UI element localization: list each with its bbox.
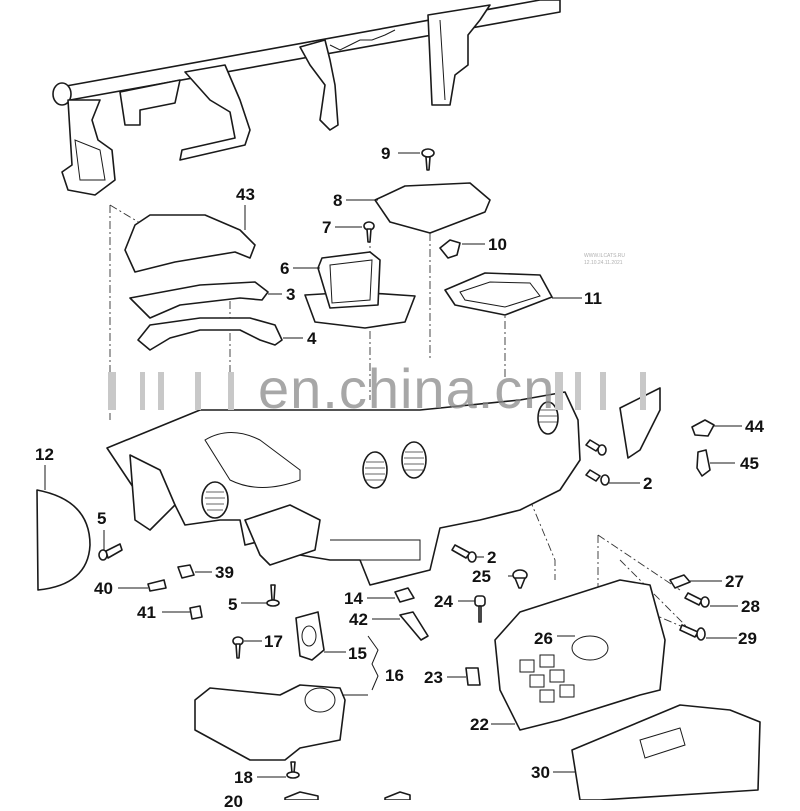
part-15-bezel: [295, 611, 325, 661]
part-1-dashboard: [106, 391, 581, 586]
part-39-clip: [177, 564, 195, 579]
leader-lines: [44, 152, 742, 778]
part-20-partial: [284, 791, 319, 800]
part-27-clip: [669, 574, 691, 589]
part-11-tray: [444, 272, 553, 316]
callout-18[interactable]: 18: [234, 768, 253, 787]
callout-41[interactable]: 41: [137, 603, 156, 622]
callout-3[interactable]: 3: [286, 285, 296, 304]
callout-6[interactable]: 6: [280, 259, 290, 278]
callout-44[interactable]: 44: [745, 417, 764, 436]
part-16-column-shroud: [194, 684, 346, 761]
part-right-vent-housing: [619, 387, 661, 459]
catalog-stamp: WWW.ILCATS.RU 12.10.24.11.2021: [584, 253, 625, 266]
callout-5-left[interactable]: 5: [97, 509, 107, 528]
callout-22[interactable]: 22: [470, 715, 489, 734]
part-28-screw: [684, 592, 710, 608]
callout-26[interactable]: 26: [534, 629, 553, 648]
callout-7[interactable]: 7: [322, 218, 332, 237]
callout-23[interactable]: 23: [424, 668, 443, 687]
part-3-trim: [129, 281, 269, 319]
callout-5-lower[interactable]: 5: [228, 595, 238, 614]
stamp-line-1: WWW.ILCATS.RU: [584, 253, 626, 259]
part-2-screws-right: [585, 439, 610, 486]
part-14-clip: [394, 587, 415, 603]
part-17-screw: [232, 636, 244, 659]
callout-30[interactable]: 30: [531, 763, 550, 782]
callout-29[interactable]: 29: [738, 629, 757, 648]
part-5-screw-left: [98, 543, 123, 561]
part-10-clip: [439, 239, 461, 259]
part-42-bracket: [399, 611, 429, 641]
callout-39[interactable]: 39: [215, 563, 234, 582]
callout-11[interactable]: 11: [584, 289, 602, 308]
callout-2-center[interactable]: 2: [487, 548, 497, 567]
part-30-glovebox-door: [571, 704, 761, 800]
callout-20[interactable]: 20: [224, 792, 243, 811]
callout-42[interactable]: 42: [349, 610, 368, 629]
part-45-vent: [696, 449, 711, 477]
part-25-grommet: [512, 569, 528, 589]
callout-9[interactable]: 9: [381, 144, 391, 163]
watermark-blur-marks: [108, 372, 646, 410]
part-44-clip: [691, 419, 715, 437]
callout-43[interactable]: 43: [236, 185, 255, 204]
part-22-glovebox-frame: [494, 579, 666, 731]
part-43-cover: [124, 214, 256, 273]
callout-16[interactable]: 16: [385, 666, 404, 685]
callout-27[interactable]: 27: [725, 572, 744, 591]
part-8-lid: [374, 182, 491, 234]
part-23-clip: [465, 667, 481, 686]
watermark: en.china.cn: [258, 357, 556, 420]
callout-2-right[interactable]: 2: [643, 474, 653, 493]
part-7-screw: [363, 221, 375, 243]
callout-4[interactable]: 4: [307, 329, 317, 348]
callout-17[interactable]: 17: [264, 632, 283, 651]
part-6-display-housing: [304, 251, 416, 329]
callout-10[interactable]: 10: [488, 235, 507, 254]
callout-14[interactable]: 14: [344, 589, 363, 608]
callout-45[interactable]: 45: [740, 454, 759, 473]
callout-15[interactable]: 15: [348, 644, 367, 663]
callout-8[interactable]: 8: [333, 191, 343, 210]
part-24-stud: [474, 595, 486, 623]
part-5-screw-lower: [266, 584, 280, 607]
cross-car-beam: [52, 0, 561, 196]
part-9-screw: [421, 148, 435, 171]
part-2-screw-center: [451, 544, 477, 563]
part-41-nut: [189, 605, 203, 620]
callout-28[interactable]: 28: [741, 597, 760, 616]
part-29-screw: [679, 624, 706, 641]
callout-24[interactable]: 24: [434, 592, 453, 611]
stamp-line-2: 12.10.24.11.2021: [584, 259, 623, 266]
part-18-screw: [286, 761, 300, 779]
part-12-end-cap: [36, 489, 91, 591]
callout-25[interactable]: 25: [472, 567, 491, 586]
callout-12[interactable]: 12: [35, 445, 54, 464]
part-4-cluster-hood: [137, 317, 283, 351]
callout-40[interactable]: 40: [94, 579, 113, 598]
part-40-clip: [147, 579, 167, 592]
